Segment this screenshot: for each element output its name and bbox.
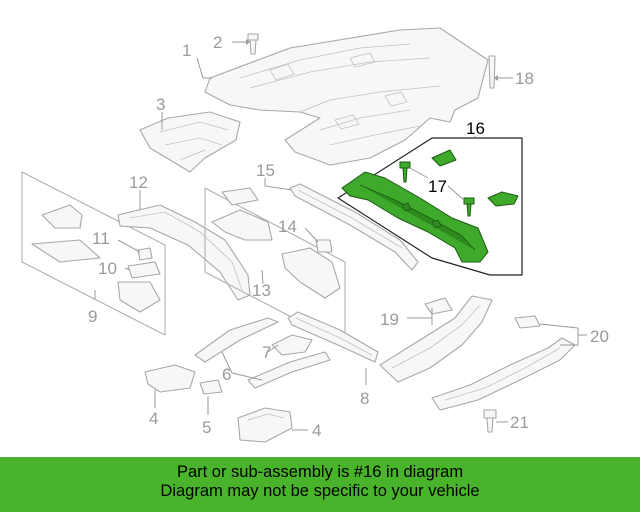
- part-4-bracket-left[interactable]: [144, 364, 196, 393]
- part-8-rail[interactable]: [287, 311, 379, 363]
- label-19: 19: [380, 310, 399, 329]
- part-15-rail[interactable]: [289, 183, 419, 271]
- part-9-side-panel[interactable]: [21, 171, 166, 336]
- part-17-bolt-b[interactable]: [463, 197, 475, 217]
- part-5-plate[interactable]: [199, 379, 223, 395]
- part-13-brackets: [211, 187, 341, 299]
- part-14-grommet[interactable]: [315, 239, 333, 253]
- label-14: 14: [278, 217, 297, 236]
- part-9-brackets: [31, 204, 161, 313]
- part-16-box: [337, 137, 523, 276]
- label-15: 15: [256, 161, 275, 180]
- callout-labels: 1 2 18 3 12 11 10 9 15 14 13 16 17 19 20…: [88, 33, 609, 440]
- part-18-stud[interactable]: [488, 55, 496, 89]
- banner-line-1: Part or sub-assembly is #16 in diagram: [176, 463, 464, 481]
- label-5: 5: [202, 418, 211, 437]
- label-2: 2: [213, 33, 222, 52]
- part-17-bracket-right[interactable]: [487, 191, 519, 207]
- part-6-crossmember[interactable]: [194, 317, 331, 389]
- banner-line-2: Diagram may not be specific to your vehi…: [160, 482, 480, 500]
- label-6: 6: [222, 365, 231, 384]
- part-2-bolt[interactable]: [247, 33, 259, 55]
- part-3-panel[interactable]: [139, 111, 241, 173]
- label-16: 16: [466, 119, 485, 138]
- part-16-crossmember[interactable]: [341, 171, 489, 263]
- label-18: 18: [515, 69, 534, 88]
- label-7: 7: [262, 343, 271, 362]
- label-1: 1: [182, 41, 191, 60]
- part-7-bracket[interactable]: [271, 334, 313, 356]
- label-10: 10: [98, 259, 117, 278]
- part-17-bolt-a[interactable]: [399, 161, 411, 183]
- info-banner: Part or sub-assembly is #16 in diagram D…: [0, 457, 640, 512]
- label-17: 17: [428, 177, 447, 196]
- part-12-rail[interactable]: [117, 204, 251, 301]
- label-9: 9: [88, 307, 97, 326]
- leader-lines: [94, 39, 587, 431]
- label-11: 11: [92, 229, 110, 248]
- label-4-lower: 4: [312, 421, 321, 440]
- part-4-bracket-lower[interactable]: [237, 407, 293, 443]
- label-8: 8: [360, 389, 369, 408]
- part-19-rail-assembly[interactable]: [379, 295, 493, 383]
- label-12: 12: [129, 173, 148, 192]
- parts-diagram: 1 2 18 3 12 11 10 9 15 14 13 16 17 19 20…: [21, 27, 609, 443]
- label-20: 20: [590, 327, 609, 346]
- part-1-floor-pan[interactable]: [204, 27, 489, 166]
- label-4-left: 4: [149, 409, 158, 428]
- part-11-clip[interactable]: [137, 247, 153, 261]
- part-10-bracket[interactable]: [127, 261, 161, 279]
- label-21: 21: [510, 413, 529, 432]
- label-13: 13: [252, 281, 271, 300]
- part-21-bolt[interactable]: [483, 409, 497, 433]
- label-3: 3: [156, 95, 165, 114]
- part-17-bracket-upper[interactable]: [431, 149, 457, 167]
